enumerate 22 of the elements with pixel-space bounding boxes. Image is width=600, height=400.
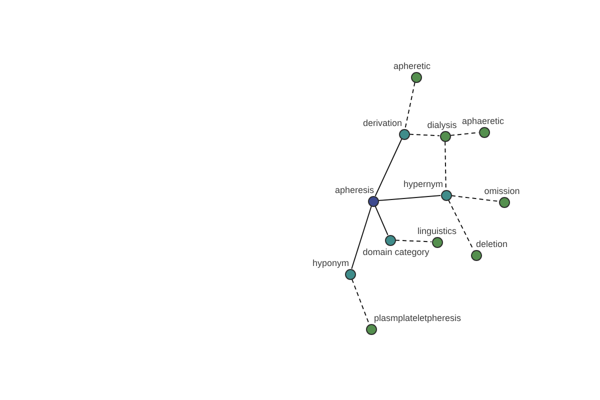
connector-line [378, 194, 442, 202]
node-label: derivation [362, 118, 402, 128]
dashed-connector [404, 82, 416, 130]
connector-line [374, 206, 388, 236]
dashed-connector [395, 240, 432, 242]
node-label: hypernym [403, 178, 443, 188]
node-label: aphaeretic [462, 116, 504, 126]
node-label: linguistics [418, 226, 456, 236]
connector-line [374, 138, 402, 196]
connector-line [351, 206, 372, 270]
node-label: dialysis [427, 120, 457, 130]
dashed-connector [351, 278, 370, 324]
dashed-connector [450, 195, 500, 202]
node-label: domain category [362, 246, 430, 256]
dashed-connector [409, 134, 440, 136]
node-label: plasmplateletpheresis [374, 312, 462, 322]
dashed-connector [444, 141, 446, 190]
node-label: apheresis [334, 184, 374, 194]
node-label: deletion [476, 238, 508, 248]
node-label: omission [484, 186, 520, 196]
node-label: apheretic [393, 60, 431, 70]
node-label: hyponym [312, 258, 349, 268]
